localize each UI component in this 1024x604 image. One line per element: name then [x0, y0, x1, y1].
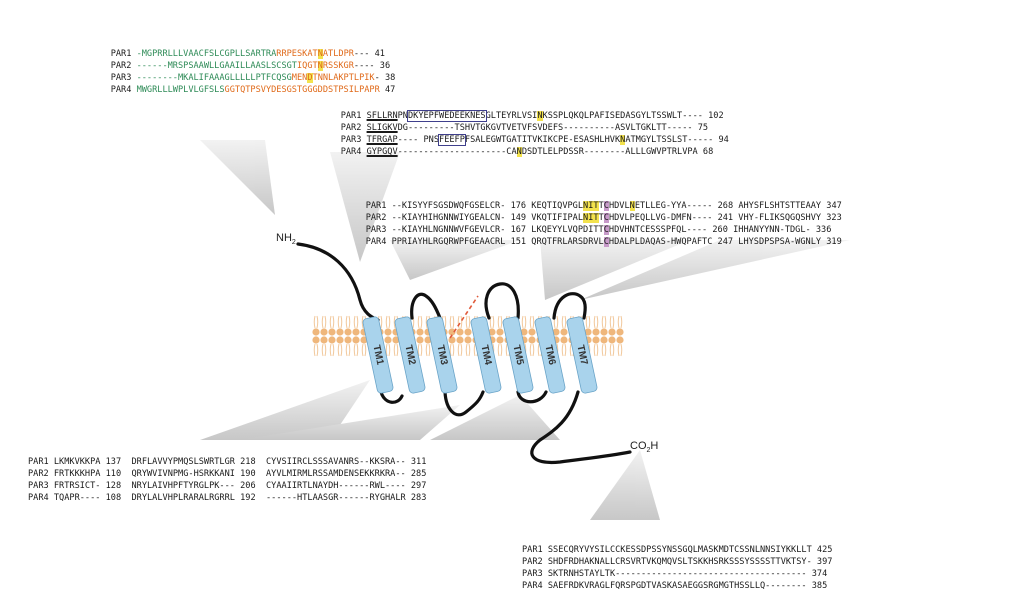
ecl3-segment: IHHANYYNN-TDGL- 336	[733, 225, 831, 235]
alignment-row: PAR2 SHDFRDHAKNALLCRSVRTVKQMQVSLTSKKHSRK…	[522, 556, 832, 568]
co2h-text-h: H	[650, 440, 658, 452]
signal-peptide: MWGRLLLWPLVLGFSLS	[137, 85, 225, 95]
sequence-segment: DG	[398, 123, 408, 133]
sequence-segment: ---- PNS	[398, 135, 439, 145]
glycosylation-site: NIT	[583, 201, 599, 211]
residue-number: --- 41	[354, 49, 385, 59]
ecl2-segment: VKQTIFIPAL	[531, 213, 583, 223]
seq-name: PAR1	[366, 201, 387, 211]
residue-number: ---- 102	[682, 111, 723, 121]
ecl2-segment: HDALPLDAQAS-HWQPAFTC 247	[609, 237, 738, 247]
nh2-text: NH	[276, 232, 292, 244]
alignment-row: PAR4 TQAPR---- 108 DRYLALVHPLRARALRGRRL …	[28, 492, 426, 504]
alignment-row: PAR1 --KISYYFSGSDWQFGSELCR- 176 KEQTIQVP…	[345, 188, 842, 200]
ecl2-segment: T	[599, 213, 604, 223]
ecl1-segment: --KIAYHLNGNNWVFGEVLCR- 167	[386, 225, 531, 235]
ecl1-segment: --KIAYHIHGNNWIYGEALCN- 149	[386, 213, 531, 223]
alignment-row: PAR1 -MGPRRLLLVAACFSLCGPLLSARTRARRPESKAT…	[90, 36, 395, 48]
alignment-row: PAR4 SAEFRDKVRAGLFQRSPGDTVASKASAEGGSRGMG…	[522, 580, 832, 592]
sequence-segment: ---------TSHVTGKGVTVETVFSVDEFS	[408, 123, 563, 133]
seq-name: PAR4	[341, 147, 367, 157]
seq-name: PAR2	[111, 61, 137, 71]
ecl2-segment: QRQTFRLARSDRVL	[531, 237, 603, 247]
hirudin-like-domain: FEEFP	[439, 135, 465, 145]
signal-peptide: ------MRSPSAAWLLGAAILLAASLSCSGT	[137, 61, 297, 71]
residue-number: - 38	[375, 73, 396, 83]
seq-name: PAR3	[111, 73, 137, 83]
alignment-row: PAR1 LKMKVKKPA 137 DRFLAVVYPMQSLSWRTLGR …	[28, 456, 426, 468]
alignment-extracellular-loops: PAR1 --KISYYFSGSDWQFGSELCR- 176 KEQTIQVP…	[345, 188, 842, 236]
seq-name: PAR3	[341, 135, 367, 145]
sequence-segment: DSDTLELPDSSR--------ALLLGWVPTRLVPA	[522, 147, 698, 157]
ecl2-segment: LKQEYYLVQPDITT	[531, 225, 603, 235]
alignment-row: PAR3 FRTRSICT- 128 NRYLAIVHPFTYRGLPK--- …	[28, 480, 426, 492]
seq-name: PAR4	[366, 237, 387, 247]
tethered-ligand: GYPGQV	[367, 147, 398, 157]
signal-peptide: --------MKALIFAAAGLLLLLPTFCQSG	[137, 73, 292, 83]
ecl2-segment: HDVLPEQLLVG-DMFN---- 241	[609, 213, 738, 223]
seq-name: PAR1	[111, 49, 137, 59]
alignment-row: PAR1 SSECQRYVYSILCCKESSDPSSYNSSGQLMASKMD…	[522, 544, 832, 556]
ecl3-segment: AHYSFLSHTSTTEAAY 347	[738, 201, 841, 211]
ecl2-segment: HDVL	[609, 201, 630, 211]
propeptide: GGTQTPSVYDESGSTGGGDDSTPSILPAPR	[225, 85, 380, 95]
ecl1-segment: PPRIAYHLRGQRWPFGEAACRL 151	[386, 237, 531, 247]
seq-name: PAR4	[111, 85, 137, 95]
sequence-segment: GLTEYRLVSI	[486, 111, 538, 121]
nh2-subscript: 2	[292, 239, 296, 246]
propeptide: MEN	[292, 73, 308, 83]
glycosylation-site: NIT	[583, 213, 599, 223]
hirudin-like-domain: DKYEPFWEDEEKNES	[408, 111, 486, 121]
sequence-segment: ATMGYLTSSLST	[625, 135, 687, 145]
sequence-segment: FSALEGWTGATITVKIKCPE-ESASHLHVK	[465, 135, 620, 145]
residue-number: ----- 94	[687, 135, 728, 145]
callout-wedge-cterm	[590, 450, 660, 520]
residue-number: ----- 75	[667, 123, 708, 133]
seq-name: PAR1	[341, 111, 367, 121]
alignment-row: PAR1 SFLLRNPNDKYEPFWEDEEKNESGLTEYRLVSINK…	[320, 98, 729, 110]
seq-name: PAR2	[341, 123, 367, 133]
tethered-ligand: SLIGKV	[367, 123, 398, 133]
sequence-segment: ----------ASVLTGKLTT	[563, 123, 666, 133]
propeptide: RRPESKAT	[276, 49, 317, 59]
ecl1-segment: --KISYYFSGSDWQFGSELCR- 176	[386, 201, 531, 211]
sequence-segment: ---------------------CA	[398, 147, 517, 157]
propeptide: RSSKGR	[323, 61, 354, 71]
alignment-cterm: PAR1 SSECQRYVYSILCCKESSDPSSYNSSGQLMASKMD…	[522, 544, 832, 592]
nh2-label: NH2	[276, 232, 296, 246]
residue-number: 68	[698, 147, 714, 157]
signal-peptide: -MGPRRLLLVAACFSLCGPLLSARTRA	[137, 49, 277, 59]
ecl2-segment: KEQTIQVPGL	[531, 201, 583, 211]
alignment-row: PAR3 SKTRNHSTAYLTK----------------------…	[522, 568, 832, 580]
sequence-segment: PN	[398, 111, 408, 121]
tethered-ligand: SFLLRN	[367, 111, 398, 121]
callout-wedge-nterm	[200, 140, 275, 215]
alignment-intracellular-loops: PAR1 LKMKVKKPA 137 DRFLAVVYPMQSLSWRTLGR …	[28, 456, 426, 504]
propeptide: TNNLAKPTLPIK	[313, 73, 375, 83]
seq-name: PAR3	[366, 225, 387, 235]
tethered-ligand: TFRGAP	[367, 135, 398, 145]
alignment-nterm: PAR1 -MGPRRLLLVAACFSLCGPLLSARTRARRPESKAT…	[90, 36, 395, 84]
ecl2-segment: HDVHNTCESSSPFQL---- 260	[609, 225, 733, 235]
ecl2-segment: ETLLEG-YYA----- 268	[635, 201, 738, 211]
propeptide: ATLDPR	[323, 49, 354, 59]
ecl3-segment: VHY-FLIKSQGQSHVY 323	[738, 213, 841, 223]
residue-number: 47	[380, 85, 396, 95]
co2h-label: CO2H	[630, 440, 658, 454]
sequence-segment: KSSPLQKQLPAFISEDASGYLTSSWLT	[543, 111, 683, 121]
alignment-tethered-ligand: PAR1 SFLLRNPNDKYEPFWEDEEKNESGLTEYRLVSINK…	[320, 98, 729, 146]
co2h-text: CO	[630, 440, 647, 452]
ecl2-segment: T	[599, 201, 604, 211]
seq-name: PAR2	[366, 213, 387, 223]
propeptide: IQGT	[297, 61, 318, 71]
callout-wedge-icl3	[430, 395, 560, 440]
residue-number: ---- 36	[354, 61, 390, 71]
ecl3-segment: LHYSDPSPSA-WGNLY 319	[738, 237, 841, 247]
alignment-row: PAR2 FRTKKKHPA 110 QRYWVIVNPMG-HSRKKANI …	[28, 468, 426, 480]
